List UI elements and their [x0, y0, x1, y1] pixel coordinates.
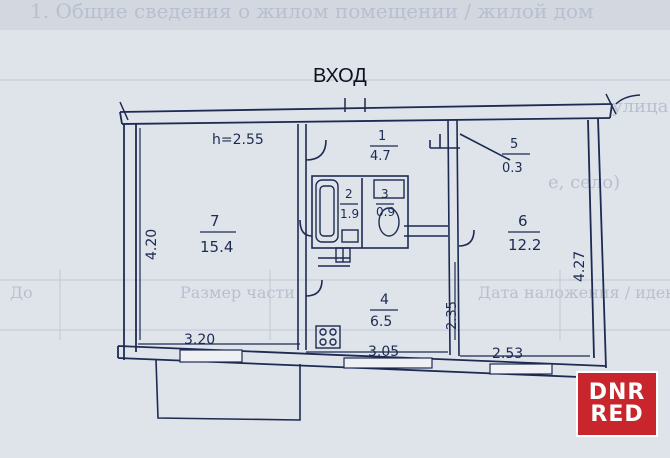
- room-area: 4.7: [370, 149, 391, 164]
- paper-top-band: [0, 0, 670, 30]
- room-area: 0.9: [376, 205, 395, 219]
- window-room-6: [489, 363, 553, 375]
- watermark-text-line1: DNR: [588, 380, 646, 405]
- dimension-lines: [138, 128, 590, 357]
- room-area: 1.9: [340, 207, 359, 221]
- room-area: 0.3: [502, 161, 523, 176]
- room-number: 7: [210, 212, 220, 230]
- sink: [335, 229, 359, 263]
- room-area: 15.4: [200, 238, 233, 256]
- windows: [179, 349, 553, 375]
- background-text: Дата наложения / идентификатор: [478, 283, 670, 302]
- dimension-right-wall: 4.27: [572, 251, 588, 282]
- dimension-left-wall: 4.20: [144, 229, 160, 260]
- window-kitchen: [343, 357, 433, 369]
- background-header: 1. Общие сведения о жилом помещении / жи…: [30, 0, 594, 23]
- background-text: улица: [612, 96, 669, 117]
- background-text: е, село): [548, 172, 620, 193]
- entrance-label: ВХОД: [313, 65, 367, 87]
- room-5: 5 0.3: [502, 137, 530, 176]
- background-text: Размер части: [180, 283, 295, 302]
- ceiling-height: h=2.55: [212, 132, 264, 148]
- room-number: 2: [345, 187, 353, 201]
- watermark-logo: DNR RED: [576, 371, 658, 437]
- room-number: 1: [378, 129, 386, 144]
- room-number: 3: [381, 187, 389, 201]
- room-number: 4: [380, 292, 389, 308]
- room-number: 6: [518, 212, 528, 230]
- watermark-text-line2: RED: [590, 402, 644, 427]
- stove: [315, 325, 341, 349]
- toilet: [373, 179, 405, 237]
- balcony: [155, 359, 301, 421]
- interior-walls: [297, 119, 511, 357]
- dimension-kitchen-wall: 2.35: [445, 301, 460, 330]
- dimension-bottom-middle: 3.05: [368, 344, 399, 360]
- background-text: До: [10, 283, 33, 302]
- room-area: 12.2: [508, 236, 541, 254]
- dimension-bottom-right: 2.53: [492, 346, 523, 362]
- room-6: 6 12.2: [508, 212, 541, 254]
- room-7: 7 15.4: [200, 212, 236, 256]
- dimension-bottom-left: 3.20: [184, 332, 215, 348]
- room-2: 2 1.9: [340, 187, 359, 221]
- top-dimension-ticks: [119, 93, 641, 121]
- window-room-7: [179, 349, 243, 363]
- room-1: 1 4.7: [370, 129, 398, 164]
- room-3: 3 0.9: [376, 187, 395, 219]
- room-area: 6.5: [370, 314, 392, 330]
- bathtub: [315, 179, 339, 243]
- room-number: 5: [510, 137, 518, 152]
- room-4: 4 6.5: [370, 292, 398, 330]
